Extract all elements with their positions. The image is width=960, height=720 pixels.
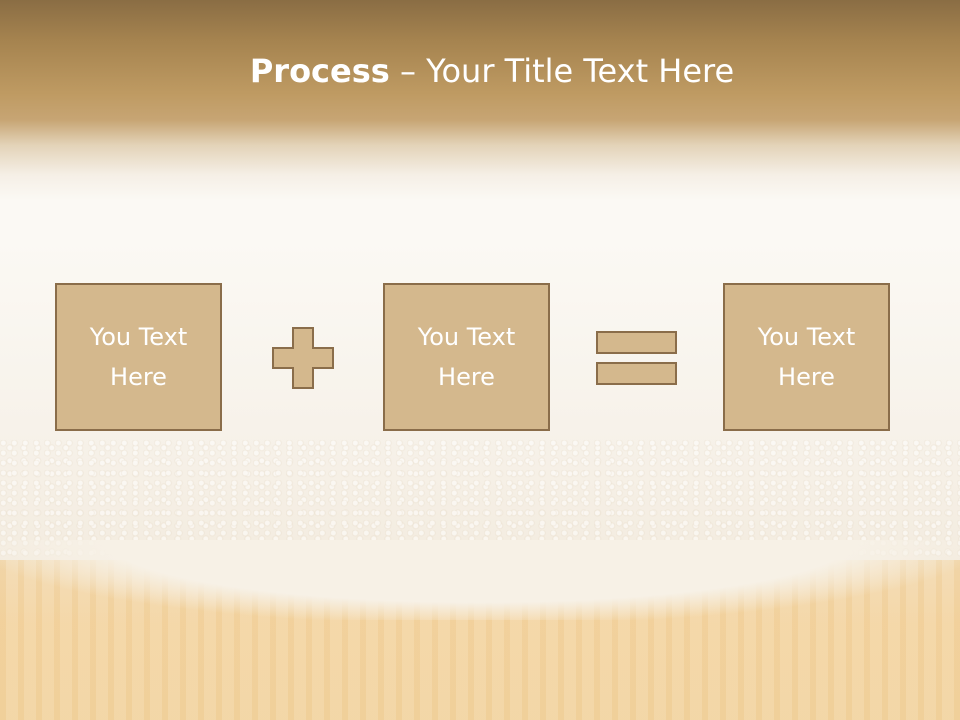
- foam-edge: [0, 540, 960, 620]
- process-box-2[interactable]: You Text Here: [383, 283, 550, 431]
- title-bold: Process: [249, 52, 390, 90]
- slide-title[interactable]: Process – Your Title Text Here: [0, 52, 960, 90]
- process-box-3-text: You Text Here: [757, 323, 856, 391]
- process-box-3[interactable]: You Text Here: [723, 283, 890, 431]
- equals-icon: [596, 331, 677, 385]
- process-box-1-text: You Text Here: [89, 323, 188, 391]
- title-rest: – Your Title Text Here: [389, 52, 735, 90]
- header-gradient: [0, 0, 960, 240]
- process-box-2-text: You Text Here: [417, 323, 516, 391]
- process-box-1[interactable]: You Text Here: [55, 283, 222, 431]
- plus-icon: [272, 327, 334, 389]
